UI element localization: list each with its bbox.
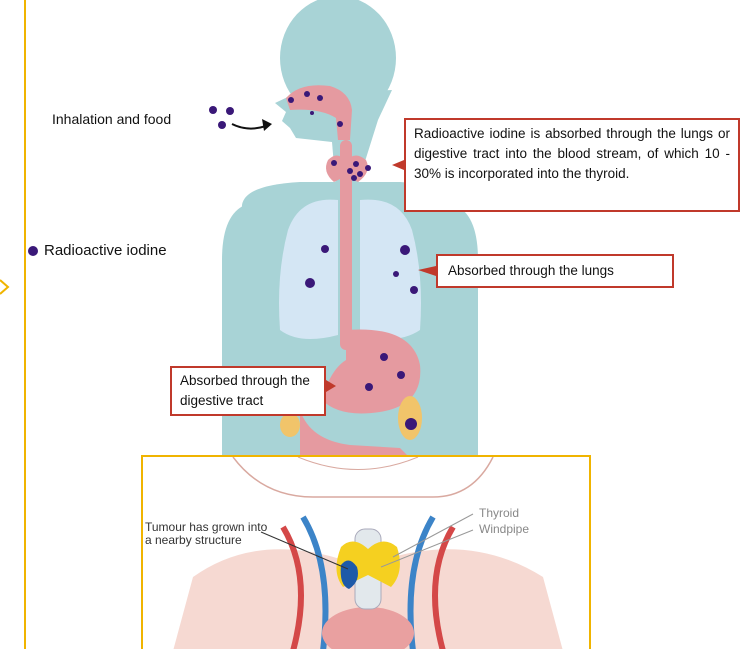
neck-cross-section	[143, 457, 591, 649]
windpipe-label: Windpipe	[479, 523, 529, 536]
inhalation-label: Inhalation and food	[52, 111, 171, 127]
thyroid-label: Thyroid	[479, 507, 519, 520]
inhalation-arrow	[232, 124, 266, 129]
iodine-dot-icon	[28, 246, 38, 256]
kidney-right	[398, 396, 422, 440]
legend-label: Radioactive iodine	[44, 242, 167, 259]
callout-lungs: Absorbed through the lungs	[436, 254, 674, 288]
callout-bloodstream: Radioactive iodine is absorbed through t…	[404, 118, 740, 212]
tumour-label: Tumour has grown into a nearby structure	[145, 521, 275, 547]
legend-radioactive-iodine: Radioactive iodine	[28, 242, 167, 259]
kidney-left	[280, 413, 300, 437]
callout-digestive-tract: Absorbed through the digestive tract	[170, 366, 326, 416]
thyroid-tumour-inset: Tumour has grown into a nearby structure…	[141, 455, 591, 649]
